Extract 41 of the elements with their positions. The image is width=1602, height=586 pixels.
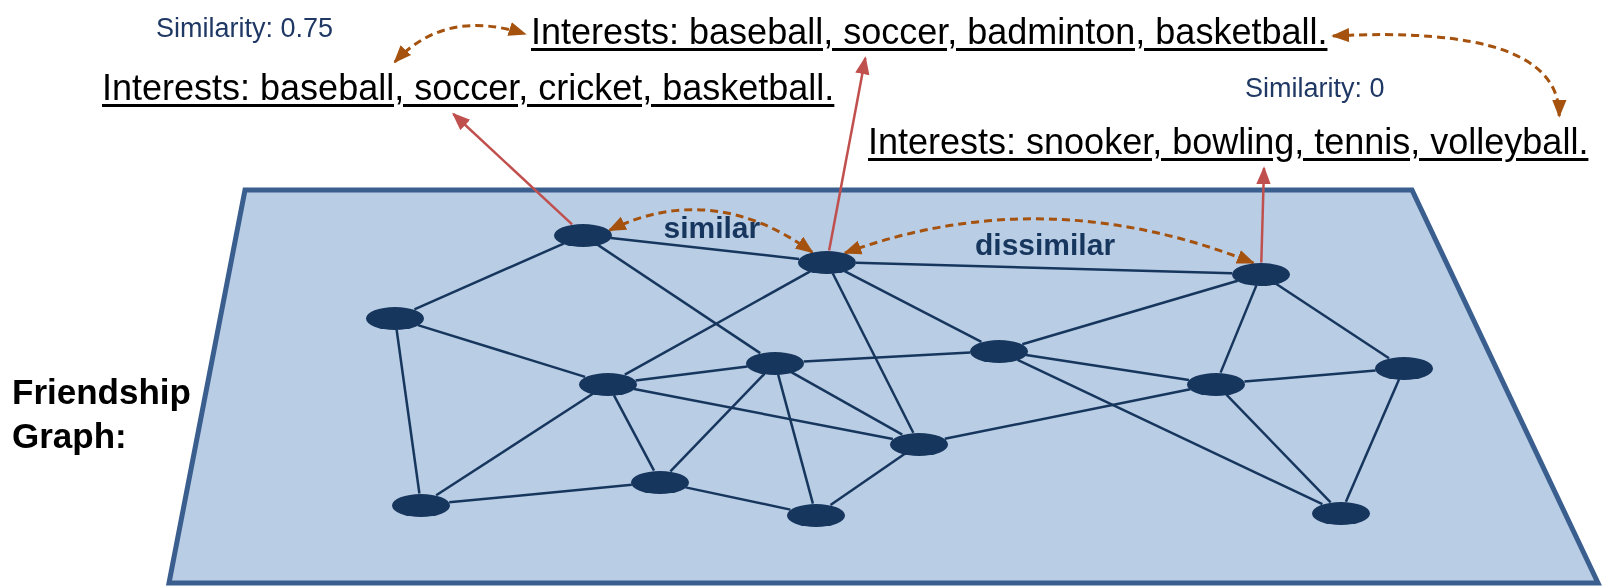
friendship-line: [1021, 279, 1239, 346]
edge-label: Similarity: 0.75: [156, 12, 334, 44]
friendship-line: [669, 372, 766, 473]
friendship-line: [1344, 378, 1401, 503]
friendship-line: [417, 323, 586, 379]
interests-text: Interests: snooker, bowling, tennis, volleyball.: [868, 122, 1589, 162]
friendship-line: [685, 486, 791, 511]
friendship-line: [395, 329, 421, 494]
friendship-line: [435, 392, 594, 497]
interests-text: Interests: baseball, soccer, badminton, basketball.: [531, 12, 1328, 52]
edge-label: Similarity: 0: [1245, 72, 1385, 104]
interests-text: Interests: baseball, soccer, cricket, basketball.: [102, 68, 835, 108]
graph-label: Friendship Graph:: [12, 371, 192, 457]
friendship-line: [831, 272, 915, 434]
friendship-line: [1225, 393, 1332, 504]
friendship-line: [803, 351, 971, 363]
similarity-arrow: [607, 208, 814, 254]
friendship-line: [855, 261, 1233, 275]
friendship-line: [776, 374, 815, 504]
friendship-line: [635, 365, 748, 382]
friendship-line: [633, 387, 894, 441]
friendship-line: [612, 394, 656, 472]
friendship-line: [844, 270, 982, 343]
similarity-arrow: [843, 217, 1255, 265]
similarity-arrow: [1331, 28, 1565, 118]
friendship-line: [1017, 358, 1323, 506]
friendship-line: [944, 387, 1191, 441]
friendship-line: [1244, 369, 1376, 383]
friendship-line: [791, 371, 903, 436]
friendship-line: [1219, 284, 1258, 374]
similarity-arrow: [393, 22, 527, 64]
leader-arrow: [827, 56, 870, 251]
friendship-line: [449, 483, 632, 504]
friendship-line: [413, 242, 565, 311]
leader-arrow: [452, 112, 573, 226]
edge-label: dissimilar: [975, 229, 1116, 261]
friendship-line: [1025, 353, 1190, 382]
friendship-line: [610, 236, 800, 261]
edge-label: similar: [663, 212, 761, 244]
leader-arrow: [1256, 166, 1271, 263]
friendship-line: [624, 270, 811, 376]
